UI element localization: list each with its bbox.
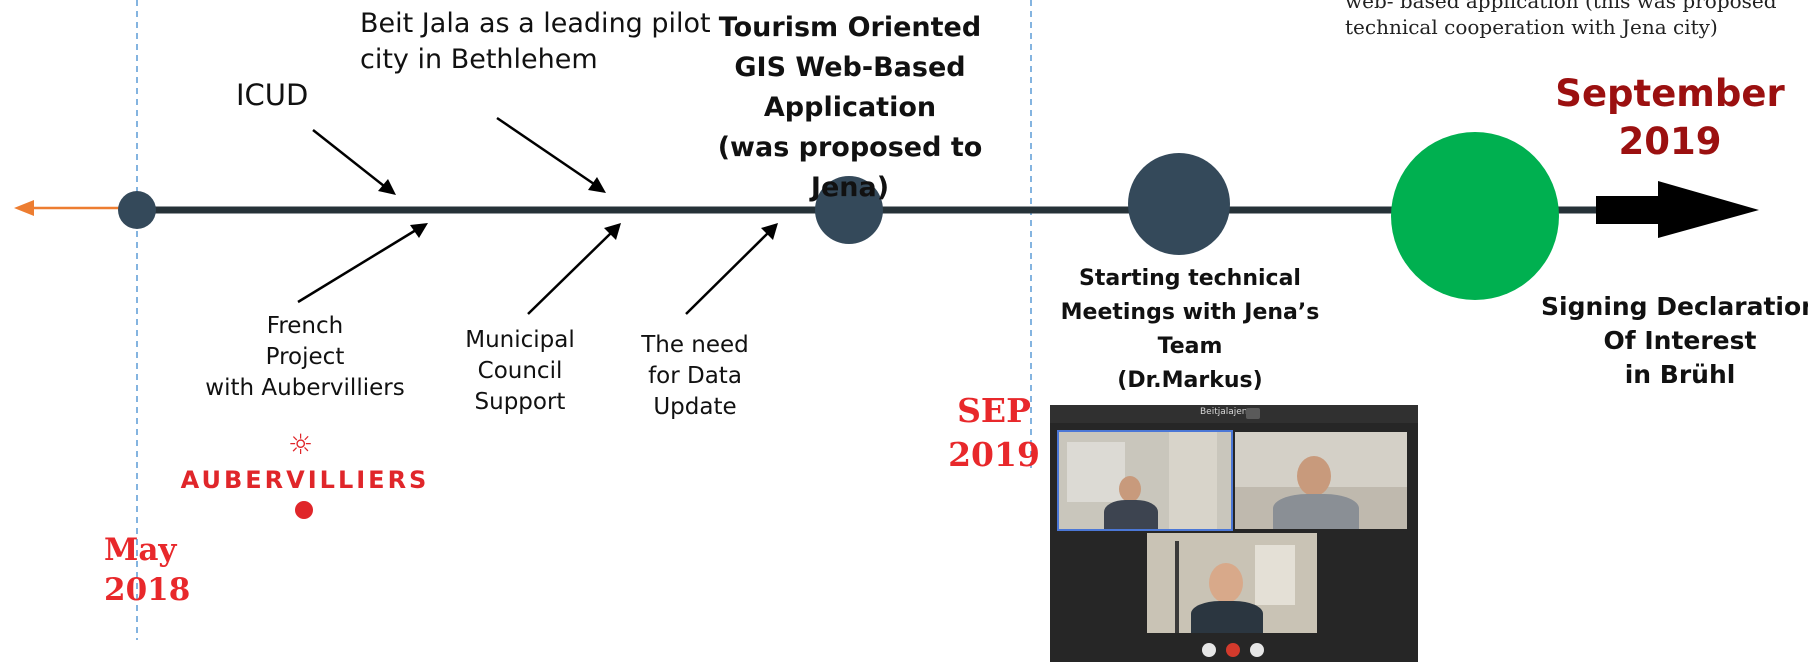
hang-up-button[interactable] — [1226, 643, 1240, 657]
label-french-project: French Project with Aubervilliers — [200, 311, 410, 404]
label-tourism-gis: Tourism Oriented GIS Web-Based Applicati… — [680, 8, 1020, 208]
date-september-month: September — [1555, 72, 1785, 115]
label-signing-line-1: Signing Declaration — [1541, 292, 1808, 321]
date-september-2019: September 2019 — [1540, 70, 1800, 166]
top-note-line-2: technical cooperation with Jena city) — [1345, 15, 1718, 39]
label-french-line-1: French — [266, 313, 344, 339]
participant-2-body — [1273, 494, 1359, 529]
video-tile-participant-3 — [1147, 533, 1317, 633]
label-data-update: The need for Data Update — [620, 330, 770, 423]
date-sep-month: SEP — [957, 391, 1031, 430]
label-icud: ICUD — [236, 78, 309, 112]
label-signing-declaration: Signing Declaration Of Interest in Brühl — [1520, 290, 1808, 392]
top-note-line-1: web- based application (this was propose… — [1345, 0, 1777, 13]
moon-icon — [295, 501, 313, 519]
label-beit-jala-line-2: city in Bethlehem — [360, 44, 598, 75]
date-sep-year: 2019 — [948, 435, 1040, 474]
arrow-french-project — [297, 223, 428, 304]
video-tile-participant-2 — [1235, 432, 1407, 529]
milestone-signing-declaration — [1391, 132, 1559, 300]
date-september-year: 2019 — [1618, 120, 1722, 163]
top-note: web- based application (this was propose… — [1345, 0, 1808, 40]
logo-text: AUBERVILLIERS — [180, 466, 430, 494]
video-title-button — [1246, 408, 1260, 419]
label-tourism-line-3: Application — [763, 92, 937, 123]
label-starting-line-1: Starting technical — [1079, 266, 1301, 291]
arrow-icud — [312, 129, 396, 195]
participant-1-head — [1119, 476, 1141, 502]
label-municipal-support: Municipal Council Support — [450, 325, 590, 418]
label-starting-line-4: (Dr.Markus) — [1117, 368, 1263, 393]
past-arrow-head — [14, 200, 34, 216]
milestone-technical-meetings — [1128, 153, 1230, 255]
label-municipal-line-3: Support — [474, 389, 566, 415]
date-may-month: May — [104, 532, 177, 568]
label-technical-meetings: Starting technical Meetings with Jena’s … — [1040, 262, 1340, 398]
label-french-line-3: with Aubervilliers — [205, 375, 405, 401]
label-tourism-line-4: (was proposed to Jena) — [717, 132, 983, 203]
aubervilliers-logo: ☼ AUBERVILLIERS — [170, 428, 440, 524]
label-starting-line-3: Team — [1157, 334, 1223, 359]
poster — [1255, 545, 1295, 605]
future-arrow-shaft — [1596, 196, 1660, 224]
participant-1-body — [1104, 500, 1158, 529]
label-beit-jala-line-1: Beit Jala as a leading pilot — [360, 8, 711, 39]
door — [1169, 432, 1217, 529]
label-signing-line-3: in Brühl — [1624, 360, 1736, 389]
label-need-line-2: for Data — [648, 363, 742, 389]
video-title: Beitjalajena — [1200, 407, 1254, 417]
date-may-year: 2018 — [104, 572, 191, 608]
arrow-municipal-support — [527, 223, 621, 315]
label-tourism-line-2: GIS Web-Based — [734, 52, 966, 83]
label-starting-line-2: Meetings with Jena’s — [1060, 300, 1320, 325]
date-sep-2019: SEP 2019 — [944, 389, 1044, 477]
label-beit-jala: Beit Jala as a leading pilot city in Bet… — [360, 6, 720, 78]
arrow-beit-jala — [496, 116, 606, 193]
video-controls — [1202, 643, 1268, 659]
arrow-data-update — [685, 223, 778, 315]
label-french-line-2: Project — [265, 344, 345, 370]
date-may-2018: May 2018 — [104, 530, 204, 610]
camera-button[interactable] — [1250, 643, 1264, 657]
whiteboard — [1067, 442, 1125, 502]
label-signing-line-2: Of Interest — [1603, 326, 1757, 355]
participant-3-head — [1209, 563, 1243, 603]
video-call-screenshot: Beitjalajena — [1050, 405, 1418, 662]
label-need-line-3: Update — [653, 394, 737, 420]
milestone-tourism-gis — [815, 176, 883, 244]
future-arrow-head — [1658, 181, 1759, 238]
video-tile-participant-1 — [1057, 430, 1233, 531]
participant-3-body — [1191, 601, 1263, 633]
label-need-line-1: The need — [641, 332, 749, 358]
label-municipal-line-2: Council — [477, 358, 563, 384]
label-tourism-line-1: Tourism Oriented — [718, 12, 982, 43]
label-municipal-line-1: Municipal — [465, 327, 575, 353]
microphone-button[interactable] — [1202, 643, 1216, 657]
lamp — [1175, 541, 1179, 633]
sun-icon: ☼ — [288, 428, 314, 461]
video-title-bar: Beitjalajena — [1050, 405, 1418, 423]
milestone-may-2018 — [118, 191, 156, 229]
participant-2-head — [1297, 456, 1331, 496]
